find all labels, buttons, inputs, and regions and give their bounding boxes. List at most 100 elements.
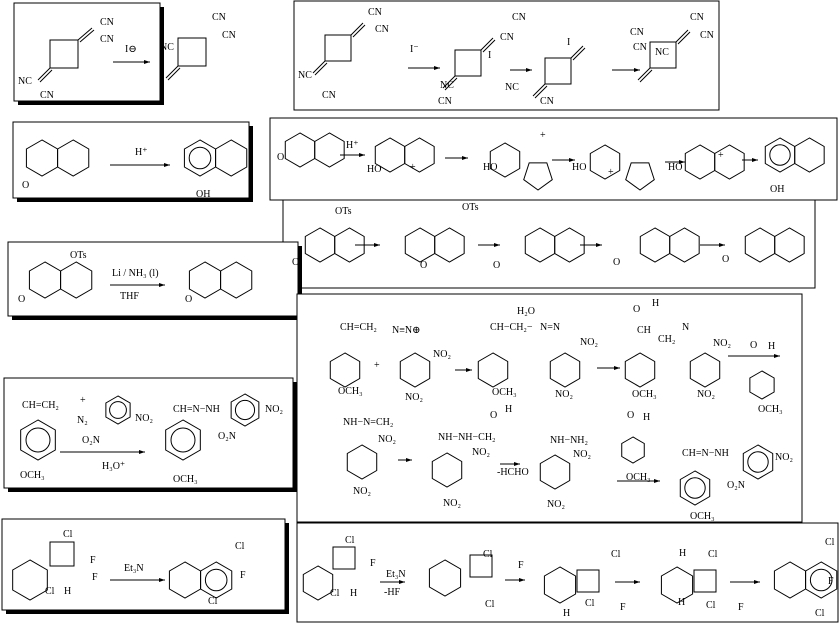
aromatic-circle xyxy=(109,401,127,419)
atom-label: CN xyxy=(222,30,236,41)
atom-label: OTs xyxy=(70,250,87,261)
aromatic-circle xyxy=(234,399,256,421)
atom-label: CN xyxy=(368,7,382,18)
panel-frame-dienone-phenol-mechanism xyxy=(269,117,838,201)
ring xyxy=(314,132,345,168)
atom-label: Cl xyxy=(825,537,835,548)
cyclobutane-ring xyxy=(49,39,79,69)
atom-label: CH₂ xyxy=(658,334,675,345)
atom-label: NO₂ xyxy=(472,447,490,458)
atom-label: NC xyxy=(18,76,32,87)
atom-label: OTs xyxy=(462,202,479,213)
atom-label: O xyxy=(18,294,25,305)
ring xyxy=(794,137,825,173)
atom-label: CN xyxy=(700,30,714,41)
double-bond xyxy=(482,39,496,53)
atom-label: OCH₃ xyxy=(758,404,783,415)
arrow-head xyxy=(614,366,620,370)
atom-label: N xyxy=(682,322,689,333)
atom-label: Cl xyxy=(815,608,825,619)
aromatic-circle xyxy=(170,427,196,453)
atom-label: Cl xyxy=(611,549,621,560)
ring xyxy=(660,566,694,604)
ring xyxy=(434,227,465,263)
atom-label: OCH₃ xyxy=(690,511,715,522)
atom-label: CH=CH₂ xyxy=(22,400,59,411)
atom-label: Cl xyxy=(63,529,73,540)
atom-label: OCH₃ xyxy=(492,387,517,398)
aromatic-circle xyxy=(747,451,769,473)
double-bond xyxy=(442,75,456,89)
ring xyxy=(399,352,431,388)
atom-label: H xyxy=(768,341,775,352)
ring xyxy=(302,565,334,601)
ring xyxy=(428,559,462,597)
double-bond xyxy=(167,67,181,81)
atom-label: N≡N⊕ xyxy=(392,325,420,336)
cyclobutane-ring xyxy=(454,49,482,77)
aromatic-circle xyxy=(769,144,791,166)
atom-label: HO xyxy=(483,162,497,173)
atom-label: CN xyxy=(512,12,526,23)
ring xyxy=(805,561,838,599)
atom-label: F xyxy=(828,576,834,587)
cyclobutane-ring xyxy=(49,541,75,567)
atom-label: F xyxy=(738,602,744,613)
arrow-head xyxy=(519,578,525,582)
arrow-head xyxy=(144,60,150,64)
cyclobutane-ring xyxy=(544,57,572,85)
arrow-head xyxy=(164,163,170,167)
arrow-head xyxy=(774,354,780,358)
double-bond xyxy=(165,65,179,79)
atom-label: Cl xyxy=(235,541,245,552)
atom-label: NO₂ xyxy=(443,498,461,509)
panel-frame-cyclobutane-isomerization-mechanism xyxy=(293,0,720,111)
double-bond xyxy=(444,77,458,91)
ring xyxy=(624,352,656,388)
atom-label: NC xyxy=(440,80,454,91)
panel-frame-hydrazone-formation-summary xyxy=(3,377,294,489)
atom-label: O xyxy=(627,410,634,421)
atom-label: NO₂ xyxy=(697,389,715,400)
atom-label: + xyxy=(80,395,86,406)
atom-label: H xyxy=(563,608,570,619)
atom-label: NO₂ xyxy=(580,337,598,348)
atom-label: CN xyxy=(100,17,114,28)
arrow-head xyxy=(494,243,500,247)
atom-label: N=N xyxy=(540,322,560,333)
ring xyxy=(679,470,711,506)
cyclobutane-ring xyxy=(177,37,207,67)
arrow-head xyxy=(754,580,760,584)
atom-label: CN xyxy=(630,27,644,38)
arrow-head xyxy=(654,479,660,483)
atom-label: H xyxy=(652,298,659,309)
atom-label: HO xyxy=(668,162,682,173)
atom-label: H⁺ xyxy=(346,140,359,151)
ring xyxy=(774,227,805,263)
atom-label: F xyxy=(518,560,524,571)
atom-label: O xyxy=(722,254,729,265)
atom-label: F xyxy=(240,570,246,581)
arrow-head xyxy=(406,458,412,462)
atom-label: H xyxy=(679,548,686,559)
ring xyxy=(669,227,700,263)
atom-label: N₂ xyxy=(77,415,88,426)
ring xyxy=(215,139,248,177)
ring xyxy=(57,139,90,177)
atom-label: CH−CH₂− xyxy=(490,322,533,333)
atom-label: F xyxy=(620,602,626,613)
ring xyxy=(220,261,253,299)
atom-label: Cl xyxy=(45,586,55,597)
arrow-head xyxy=(462,156,468,160)
panel-frame-hydrazone-formation-mechanism xyxy=(296,293,803,523)
panel-frame-benzocyclobutene-mechanism xyxy=(296,522,839,623)
atom-label: OCH₃ xyxy=(338,386,363,397)
arrow-head xyxy=(159,578,165,582)
arrow-head xyxy=(752,158,758,162)
atom-label: Et₃N xyxy=(124,563,144,574)
atom-label: Cl xyxy=(708,549,718,560)
arrow-head xyxy=(434,66,440,70)
arrow-head xyxy=(719,243,725,247)
atom-label: NO₂ xyxy=(353,486,371,497)
ring xyxy=(489,142,521,178)
